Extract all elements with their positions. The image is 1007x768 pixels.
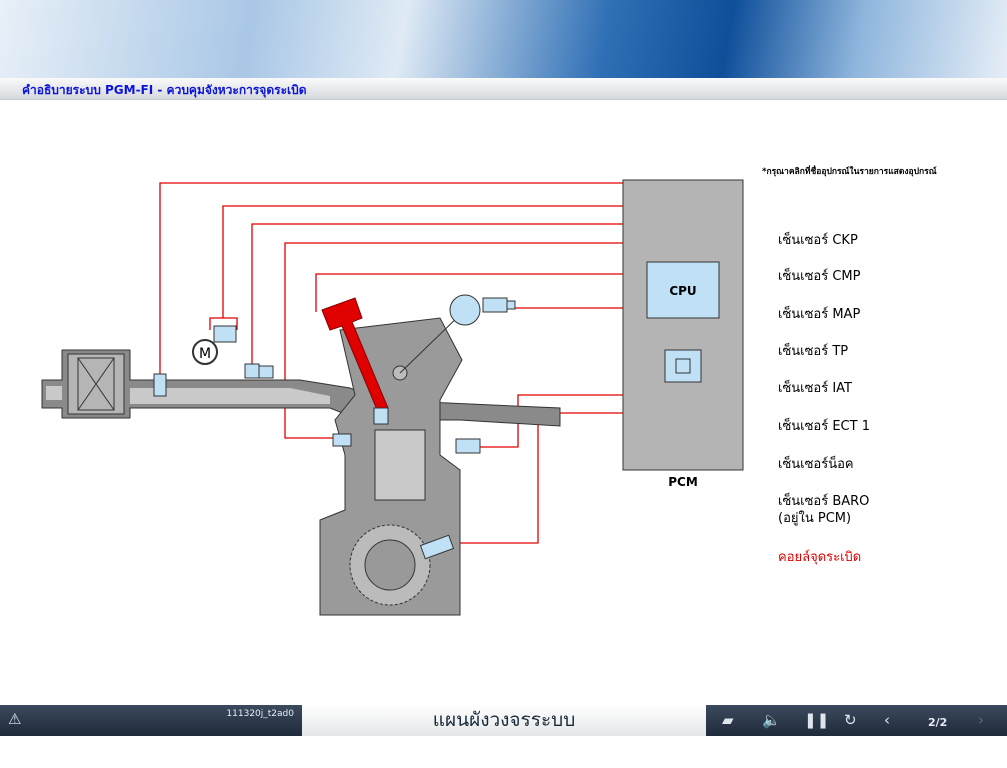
ignition-coil-link[interactable]: คอยล์จุดระเบิด [778,550,862,565]
sensor-map-link[interactable]: เซ็นเซอร์ MAP [778,307,861,322]
sensor-baro-sub: (อยู่ใน PCM) [778,511,852,526]
motor-icon [192,339,218,365]
sensor-baro-link[interactable]: เซ็นเซอร์ BARO (อยู่ใน PCM) [778,493,869,527]
footer-bar: ⚠ 111320j_t2ad0 แผนผังวงจรระบบ ▰ 🔈 ❚❚ ↻ … [0,705,1007,736]
sensor-knock-link[interactable]: เซ็นเซอร์น็อค [778,457,854,472]
sensor-iat-link[interactable]: เซ็นเซอร์ IAT [778,381,853,396]
replay-icon[interactable]: ↻ [844,711,857,729]
page-title: คำอธิบายระบบ PGM-FI - ควบคุมจังหวะการจุด… [22,83,307,97]
speaker-icon[interactable]: 🔈 [762,711,781,729]
cpu-label: CPU [669,284,696,298]
baro-sensor-chip [664,349,702,383]
header-banner [0,0,1007,78]
motor-label: M [199,346,211,362]
sensor-parts [153,294,516,560]
next-icon[interactable]: › [978,711,984,729]
pause-icon[interactable]: ❚❚ [804,711,830,729]
pcm-label: PCM [668,475,698,489]
instruction-note: *กรุณาคลิกที่ชื่ออุปกรณ์ในรายการแสดงอุปก… [762,167,937,177]
page-indicator: 2/2 [928,716,948,729]
sensor-baro-label: เซ็นเซอร์ BARO [778,494,870,509]
book-icon[interactable]: ▰ [722,711,734,729]
warning-icon[interactable]: ⚠ [8,710,22,728]
signal-wires [159,182,684,544]
sensor-tp-link[interactable]: เซ็นเซอร์ TP [778,344,849,359]
engine-diagram: M CPU PCM [41,179,744,616]
sensor-ckp-link[interactable]: เซ็นเซอร์ CKP [778,233,858,248]
pcm-box [622,179,744,471]
sensor-ect1-link[interactable]: เซ็นเซอร์ ECT 1 [778,419,870,434]
footer-title: แผนผังวงจรระบบ [302,705,706,736]
title-bar: คำอธิบายระบบ PGM-FI - ควบคุมจังหวะการจุด… [0,78,1007,100]
previous-icon[interactable]: ‹ [884,711,890,729]
slide-code: 111320j_t2ad0 [226,709,294,719]
sensor-cmp-link[interactable]: เซ็นเซอร์ CMP [778,269,861,284]
cpu-box [646,261,720,319]
